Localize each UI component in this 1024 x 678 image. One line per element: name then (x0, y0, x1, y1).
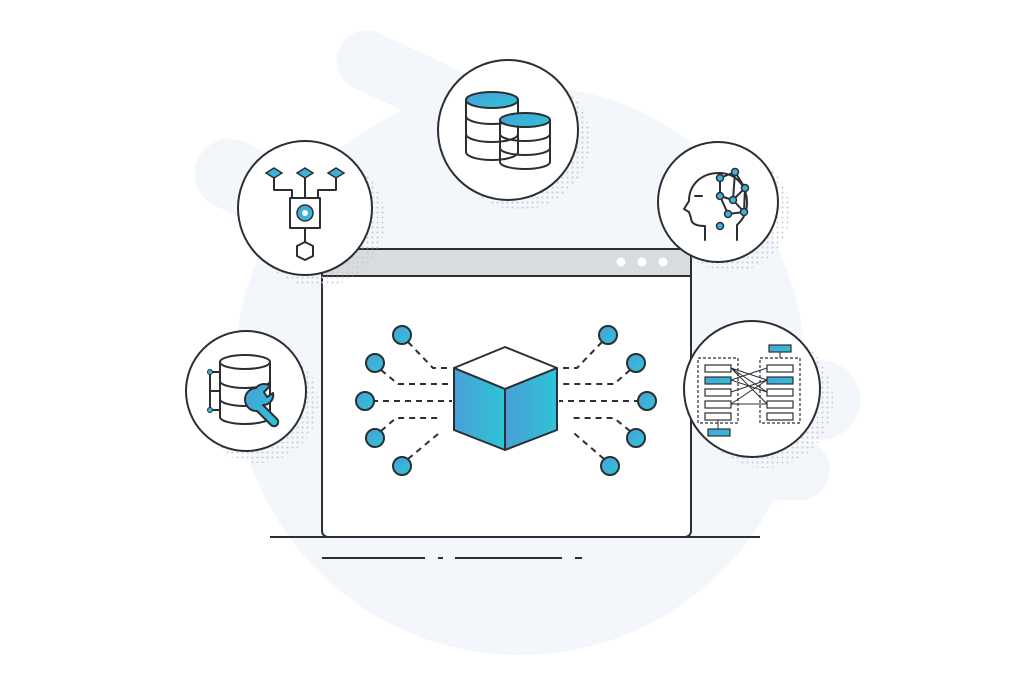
node-icon (626, 428, 646, 448)
node-icon (392, 325, 412, 345)
database-maintenance-badge (185, 330, 307, 452)
node-icon (365, 428, 385, 448)
node-icon (600, 456, 620, 476)
processing-badge (237, 140, 373, 276)
node-icon (392, 456, 412, 476)
database-icon (465, 91, 551, 170)
database-badge (437, 59, 579, 201)
neural-network-badge (683, 320, 821, 458)
node-icon (365, 353, 385, 373)
network-layers-icon (697, 344, 801, 437)
cube-icon (453, 346, 558, 451)
node-icon (355, 391, 375, 411)
node-icon (598, 325, 618, 345)
node-icon (626, 353, 646, 373)
database-wrench-icon (207, 354, 280, 428)
ai-brain-badge (657, 141, 779, 263)
ai-head-icon (683, 167, 750, 241)
data-nodes (355, 325, 657, 476)
window-dot-icon (658, 257, 668, 267)
window-titlebar (321, 248, 692, 277)
connector-lines (372, 341, 640, 460)
window-dot-icon (616, 257, 626, 267)
chip-gear-icon (264, 167, 346, 261)
ground-lines (270, 536, 760, 559)
node-icon (637, 391, 657, 411)
window-dot-icon (637, 257, 647, 267)
